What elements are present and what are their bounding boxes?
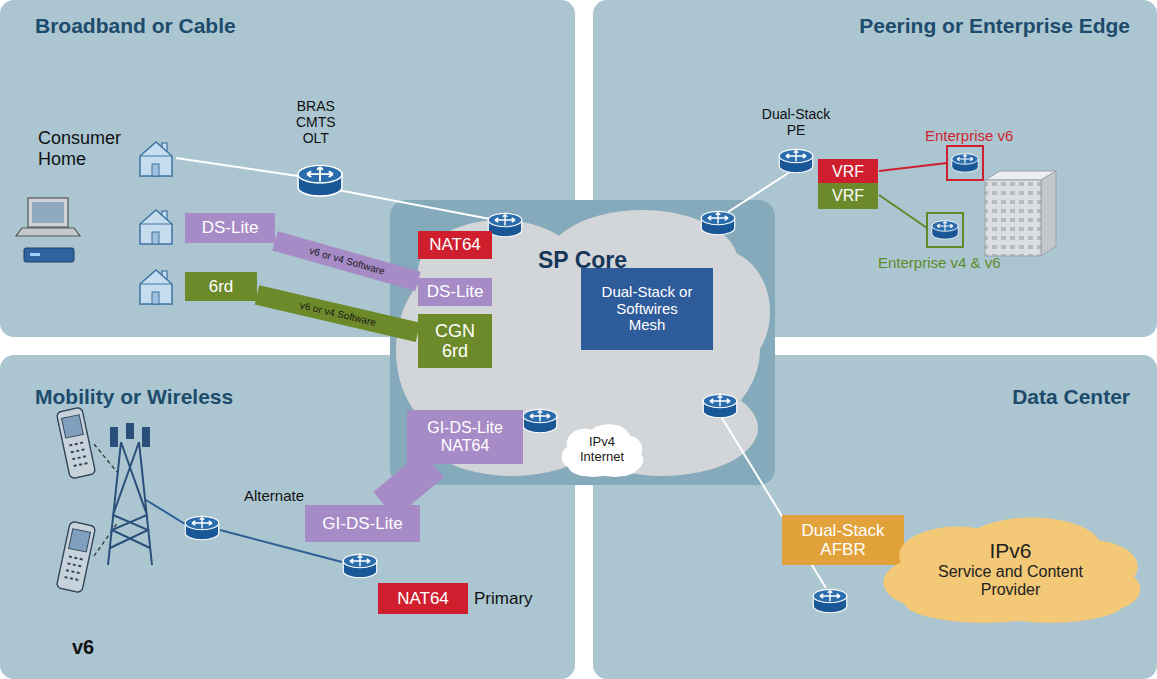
router-icons (185, 149, 978, 612)
box-label: Service and Content Provider (931, 563, 1091, 599)
box-label: IPv4 Internet (575, 435, 630, 464)
panel-title: Data Center (593, 355, 1157, 409)
process-box: DS-Lite (418, 278, 492, 306)
process-box: Dual-Stack or Softwires Mesh (581, 268, 713, 350)
annotation-label: Enterprise v4 & v6 (878, 254, 1001, 271)
process-box: CGN 6rd (418, 314, 492, 368)
box-label: Dual-Stack or Softwires Mesh (600, 284, 695, 334)
box-label: GI-DS-Lite (322, 514, 402, 533)
process-box: GI-DS-Lite NAT64 (407, 410, 523, 464)
annotation-label: BRAS CMTS OLT (296, 98, 336, 146)
box-label: 6rd (209, 277, 234, 296)
cloud-shape: IPv6Service and Content Provider (878, 513, 1143, 625)
box-label: VRF (832, 163, 864, 181)
box-label: NAT64 (429, 235, 481, 254)
process-box: NAT64 (378, 583, 468, 614)
cell-tower (108, 424, 152, 565)
link-lines (94, 158, 947, 588)
box-label: NAT64 (397, 589, 449, 608)
office-building (985, 171, 1056, 256)
process-box: VRF (818, 183, 878, 209)
annotation-label: Enterprise v6 (925, 127, 1013, 144)
panel-title: Peering or Enterprise Edge (593, 0, 1157, 38)
cloud-lobe (566, 380, 758, 476)
process-box: Dual-Stack AFBR (782, 515, 904, 565)
box-label: VRF (832, 187, 864, 205)
region-panel: Data CenterDual-Stack AFBRIPv6Service an… (593, 355, 1157, 679)
enterprise-frames (927, 146, 983, 247)
box-label: DS-Lite (427, 282, 484, 301)
process-box: 6rd (185, 272, 257, 301)
box-label: DS-Lite (202, 218, 259, 237)
annotation-label: Dual-Stack PE (756, 106, 836, 138)
tunnel-connector (275, 241, 418, 282)
process-box: DS-Lite (185, 213, 275, 243)
phones (56, 407, 96, 593)
box-label: CGN 6rd (430, 321, 480, 361)
annotation-label: Alternate (244, 487, 304, 504)
tunnel-connector (384, 464, 433, 505)
box-label: GI-DS-Lite NAT64 (415, 419, 515, 455)
box-label: IPv6 (989, 539, 1031, 563)
tunnel-connector (257, 295, 418, 332)
cloud-shape: IPv4 Internet (560, 422, 644, 478)
annotation-label: Consumer Home (38, 128, 121, 169)
process-box: GI-DS-Lite (305, 505, 420, 542)
core-region: SP CoreNAT64DS-LiteCGN 6rdDual-Stack or … (390, 200, 775, 485)
annotation-label: Primary (474, 589, 533, 609)
box-label: Dual-Stack AFBR (796, 521, 891, 559)
region-panel: Mobility or WirelessGI-DS-LiteNAT64 (0, 355, 575, 679)
process-box: VRF (818, 159, 878, 185)
process-box: NAT64 (418, 231, 492, 259)
annotation-label: v6 (72, 636, 94, 659)
panel-title: Broadband or Cable (0, 0, 575, 38)
